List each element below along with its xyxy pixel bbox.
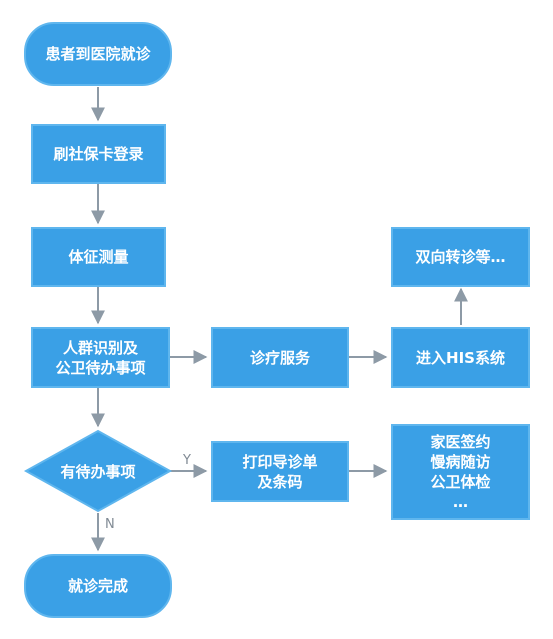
his-node: 进入HIS系统	[391, 327, 530, 388]
treatment-node: 诊疗服务	[211, 327, 349, 388]
pending-check-label: 有待办事项	[60, 462, 136, 481]
vitals-node: 体征测量	[31, 227, 166, 287]
referral-node: 双向转诊等…	[391, 227, 530, 287]
print-node: 打印导诊单 及条码	[211, 441, 349, 502]
card-login-node: 刷社保卡登录	[31, 124, 166, 184]
decision-diamond	[23, 429, 173, 513]
done-node: 就诊完成	[24, 554, 172, 618]
crowd-id-node: 人群识别及 公卫待办事项	[31, 327, 170, 388]
yes-label: Y	[183, 453, 191, 468]
no-label: N	[105, 517, 115, 532]
start-node: 患者到医院就诊	[24, 22, 172, 86]
services-node: 家医签约 慢病随访 公卫体检 …	[391, 424, 530, 520]
